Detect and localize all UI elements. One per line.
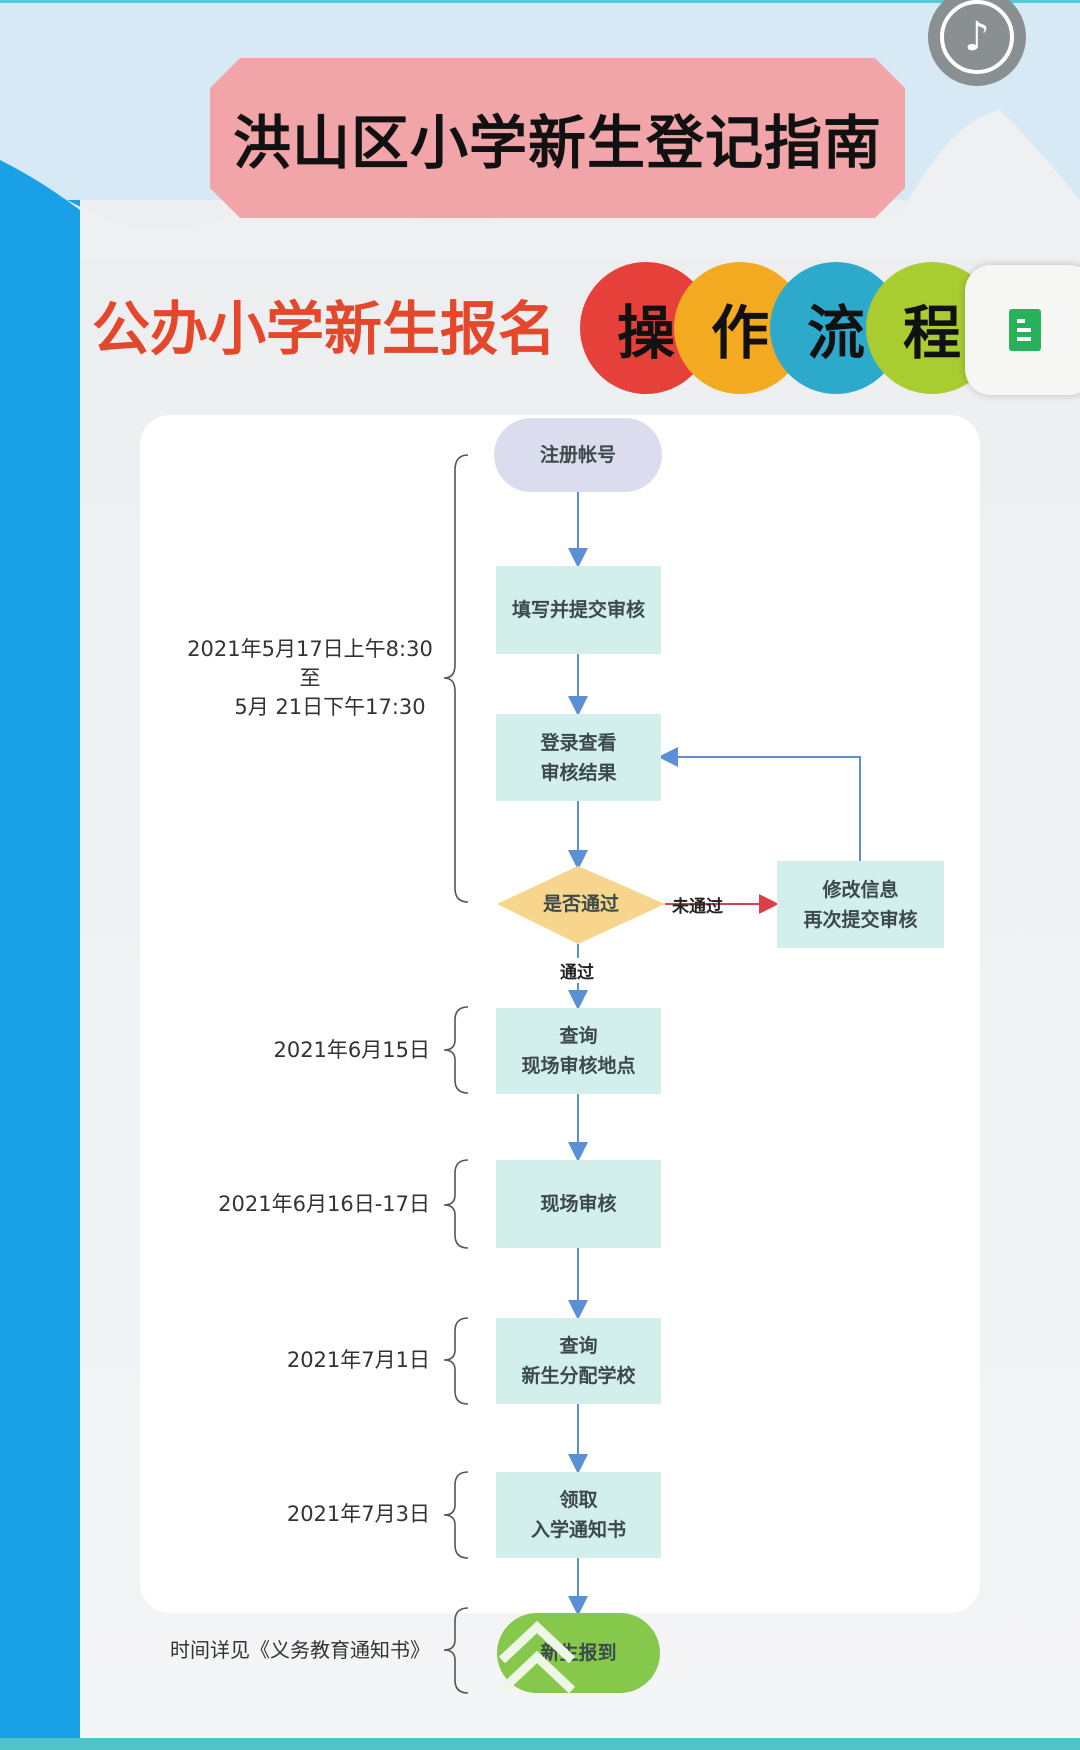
node-onsite-review: 现场审核 xyxy=(496,1160,661,1248)
decision-diamond xyxy=(497,866,665,944)
bottom-border xyxy=(0,1738,1080,1750)
date-report: 时间详见《义务教育通知书》 xyxy=(170,1638,430,1662)
subtitle: 公办小学新生报名 xyxy=(92,295,557,363)
node-login-view: 登录查看审核结果 xyxy=(496,714,661,801)
node-query-site: 查询现场审核地点 xyxy=(496,1008,661,1094)
node-receive-label-2: 入学通知书 xyxy=(530,1519,626,1541)
node-modify-label-2: 再次提交审核 xyxy=(803,908,918,931)
date-registration-line-3: 5月 21日下午17:30 xyxy=(234,695,426,719)
music-toggle-button[interactable]: ♪ xyxy=(928,0,1026,86)
top-border xyxy=(0,0,1080,3)
date-query-site: 2021年6月15日 xyxy=(273,1038,430,1062)
node-login-view-label-1: 登录查看 xyxy=(540,731,617,754)
title-banner: 洪山区小学新生登记指南 xyxy=(210,58,905,218)
edge-label-fail: 未通过 xyxy=(672,897,723,917)
node-decision: 是否通过 xyxy=(497,880,665,928)
date-onsite-review: 2021年6月16日-17日 xyxy=(218,1192,430,1216)
date-registration: 2021年5月17日上午8:30 至 5月 21日下午17:30 xyxy=(180,635,440,722)
node-receive: 领取入学通知书 xyxy=(496,1472,661,1558)
date-query-school: 2021年7月1日 xyxy=(286,1348,430,1372)
node-fill-submit: 填写并提交审核 xyxy=(496,566,661,654)
node-query-school-label-2: 新生分配学校 xyxy=(521,1365,636,1387)
mountain-decoration xyxy=(0,110,1080,260)
node-onsite-review-label: 现场审核 xyxy=(540,1193,617,1215)
node-query-school-label-1: 查询 xyxy=(559,1335,598,1357)
node-decision-label: 是否通过 xyxy=(542,893,619,915)
date-receive: 2021年7月3日 xyxy=(286,1502,430,1526)
scroll-top-chevron-icon[interactable] xyxy=(497,1615,607,1695)
floating-doc-button[interactable] xyxy=(965,265,1080,395)
left-blue-strip xyxy=(0,200,80,1745)
edge-label-pass: 通过 xyxy=(560,958,594,983)
date-registration-line-2: 至 xyxy=(299,666,321,690)
node-query-school: 查询新生分配学校 xyxy=(496,1318,661,1404)
node-query-site-label-1: 查询 xyxy=(559,1025,598,1047)
date-registration-line-1: 2021年5月17日上午8:30 xyxy=(187,637,433,661)
node-modify-label-1: 修改信息 xyxy=(822,878,899,901)
document-icon xyxy=(1009,309,1041,351)
node-register: 注册帐号 xyxy=(494,418,662,492)
music-note-icon: ♪ xyxy=(940,0,1014,74)
node-register-label: 注册帐号 xyxy=(539,444,616,466)
page-title: 洪山区小学新生登记指南 xyxy=(232,109,882,177)
node-fill-submit-label: 填写并提交审核 xyxy=(511,599,645,621)
node-query-site-label-2: 现场审核地点 xyxy=(521,1055,636,1077)
node-modify: 修改信息再次提交审核 xyxy=(777,861,944,948)
node-login-view-label-2: 审核结果 xyxy=(540,761,617,784)
node-receive-label-1: 领取 xyxy=(559,1489,598,1511)
node-report: 新生报到 xyxy=(497,1613,660,1693)
